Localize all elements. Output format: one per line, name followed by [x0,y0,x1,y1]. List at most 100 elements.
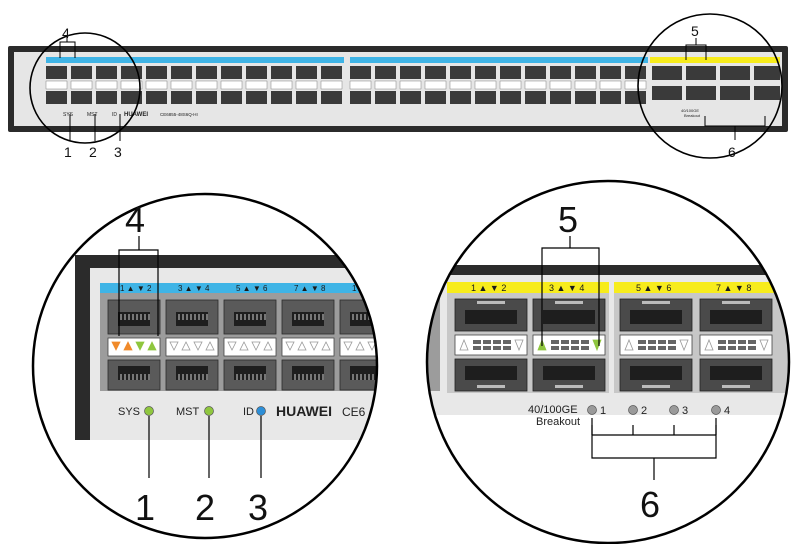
qsfp-lane-mark [571,340,579,344]
sfp-cage-bottom [271,91,292,104]
breakout-led [628,405,638,415]
id-led-label-small: ID [112,112,117,118]
callout-1: 1 [135,487,155,528]
sfp-port-led [367,341,377,351]
qsfp-lane-mark [483,340,491,344]
sfp-cage-bottom [575,91,596,104]
sfp-pin [132,314,134,320]
sfp-pin [124,314,126,320]
sfp-pin [202,314,204,320]
sfp-led-strip-top [499,80,522,90]
sfp-port-led [355,341,365,351]
qsfp-lane-mark [473,346,481,350]
sfp-led-strip-top [145,80,168,90]
sfp-led-strip-top [195,80,218,90]
breakout-label-small-1: 40/100GE [681,108,699,113]
callout-5-small: 5 [691,23,699,39]
qsfp-port-led [704,338,714,351]
sfp-pin [198,374,200,380]
sfp-pin [182,374,184,380]
sfp-cage-bottom [146,91,167,104]
sfp-cage-bottom [550,91,571,104]
qsfp-latch [555,301,583,304]
sfp-cage-top [375,66,396,79]
sfp-led-strip-top [424,80,447,90]
sfp-pin [136,374,138,380]
sfp-led-strip-top [399,80,422,90]
qsfp-lane-mark [668,346,676,350]
breakout-led [587,405,597,415]
sfp-led-strip-top [449,80,472,90]
sfp-cage-top [246,66,267,79]
sfp-cage-bottom [71,91,92,104]
sfp-port-led [321,341,331,351]
sfp-pin [302,314,304,320]
qsfp-cage-bottom-inner [465,366,517,380]
callout-2-small: 2 [89,144,97,160]
sfp-port-led [135,341,145,351]
qsfp-label-band [650,57,780,63]
qsfp-lane-mark [503,340,511,344]
switch-overview: SYS MST ID HUAWEI CE6855-48S6Q-HI 40/100… [8,46,788,132]
sfp-pin [310,374,312,380]
sfp-pin [128,374,130,380]
qsfp-lane-mark [658,340,666,344]
sfp-port-led [111,341,121,351]
qsfp-cage-top-inner [465,310,517,324]
sfp-led-strip-top [624,80,647,90]
sfp-cage-top [500,66,521,79]
qsfp-latch [477,385,505,388]
sfp-pin [360,314,362,320]
sfp-pin [132,374,134,380]
callout-3: 3 [248,487,268,528]
qsfp-lane-mark [668,340,676,344]
sfp-pin [206,314,208,320]
sfp-pin [306,314,308,320]
id-led-label: ID [243,406,254,418]
qsfp-latch [722,385,750,388]
qsfp-lane-mark [728,346,736,350]
sfp-pin [294,314,296,320]
sfp-pin [178,374,180,380]
sfp-cage-bottom [350,91,371,104]
sfp-group-label: 1 ▲ ▼ 2 [120,284,152,293]
sfp-pin [248,314,250,320]
sys-led-label-small: SYS [63,112,74,118]
sfp-pin [124,374,126,380]
mst-led [204,406,214,416]
sfp-pin [190,314,192,320]
qsfp-group-label: 1 ▲ ▼ 2 [471,283,506,293]
breakout-label-line2: Breakout [536,416,580,428]
qsfp-port-led [459,338,469,351]
sfp-cage-top [350,66,371,79]
sfp-pin [380,314,382,320]
sfp-led-strip-top [95,80,118,90]
sfp-label-band-left [46,57,344,63]
qsfp-lane-mark [648,346,656,350]
qsfp-latch [555,385,583,388]
sfp-cage-bottom [500,91,521,104]
sfp-led-strip-top [524,80,547,90]
sfp-led-strip-top [474,80,497,90]
sfp-pin [306,374,308,380]
sfp-cage-top [625,66,646,79]
sfp-cage-bottom [46,91,67,104]
sfp-pin [120,374,122,380]
sfp-pin [206,374,208,380]
sfp-pin [186,374,188,380]
sfp-led-strip-top [245,80,268,90]
sfp-pin [240,314,242,320]
sfp-pin [186,314,188,320]
qsfp-lane-mark [551,346,559,350]
qsfp-lane-mark [658,346,666,350]
mst-led-label-small: MST [87,112,98,118]
qsfp-cage-top-inner [710,310,762,324]
qsfp-lane-mark [638,340,646,344]
sfp-cage-top [146,66,167,79]
sfp-group-label: 3 ▲ ▼ 4 [178,284,210,293]
sfp-cage-top [46,66,67,79]
qsfp-lane-mark [503,346,511,350]
sfp-pin [248,374,250,380]
